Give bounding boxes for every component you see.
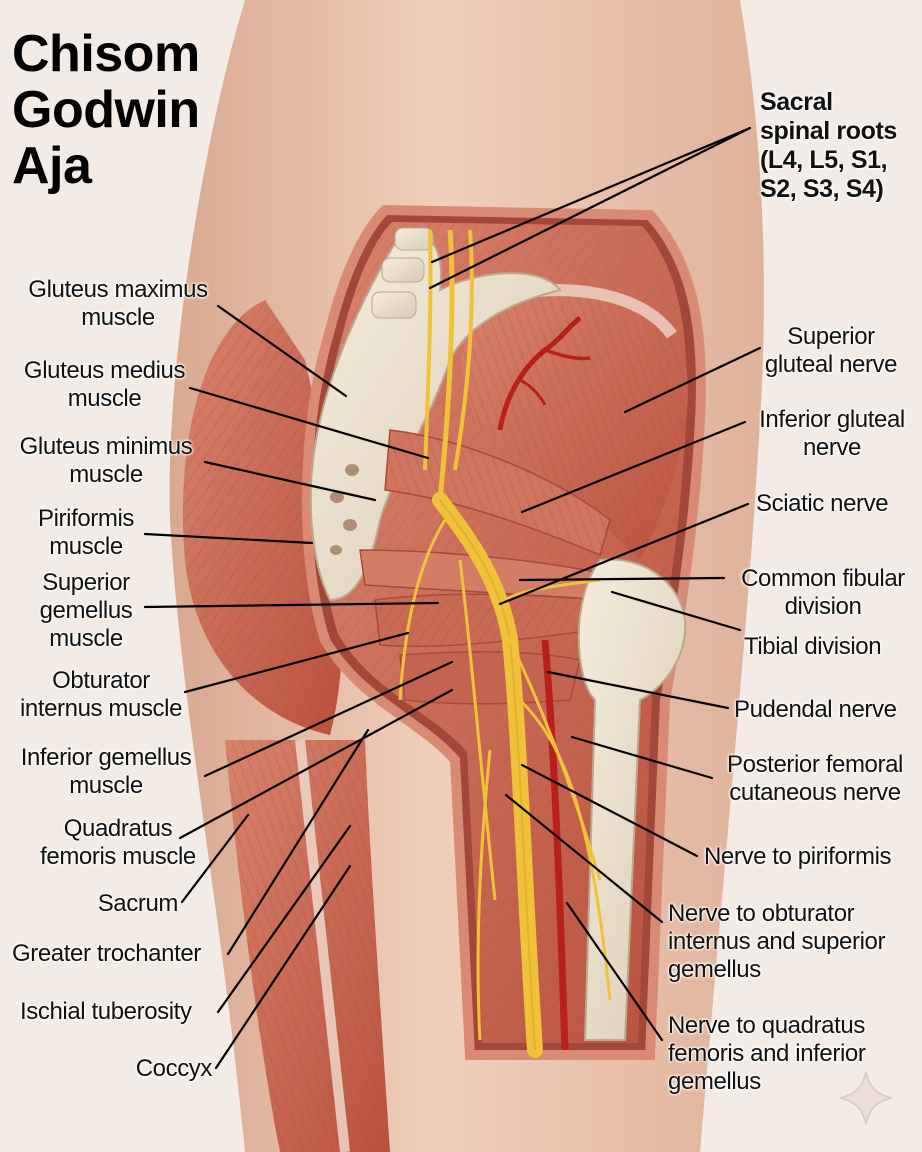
femoral-vessel [541,639,569,1051]
label-line: spinal roots [760,117,897,145]
label-sacrum: Sacrum [60,890,179,918]
label-line: femoris and inferior [668,1040,866,1067]
author-title: Chisom Godwin Aja [12,26,200,194]
label-ischial-tuberosity: Ischial tuberosity [20,998,216,1026]
label-gluteus-minimus: Gluteus minimus muscle [6,433,206,489]
label-coccyx: Coccyx [100,1055,213,1083]
label-line: gemellus [668,1068,761,1095]
title-line-1: Chisom [12,25,200,83]
label-line: Inferior gemellus [20,744,192,771]
label-nerve-to-quadratus-femoris: Nerve to quadratus femoris and inferior … [668,1012,918,1096]
label-line: nerve [802,434,862,461]
label-line: Inferior gluteal [759,406,905,433]
label-line: Sciatic nerve [756,490,889,517]
label-line: Tibial division [744,633,882,660]
label-inferior-gemellus: Inferior gemellus muscle [8,744,204,800]
label-quadratus-femoris: Quadratus femoris muscle [40,815,196,871]
label-line: Gluteus minimus [19,433,193,460]
label-line: muscle [69,461,143,488]
label-line: Nerve to piriformis [704,843,892,870]
label-line: division [784,593,862,620]
label-line: Nerve to obturator [668,900,855,927]
label-line: Gluteus maximus [28,276,208,303]
label-line: Sacrum [97,890,179,917]
title-line-3: Aja [12,137,92,195]
label-posterior-femoral-cutaneous-nerve: Posterior femoral cutaneous nerve [714,751,916,807]
label-line: Pudendal nerve [734,696,897,723]
label-line: gluteal nerve [764,351,898,378]
label-line: muscle [49,533,123,560]
label-line: Quadratus [63,815,173,842]
sacral-roots-nerve [437,229,455,501]
label-pudendal-nerve: Pudendal nerve [734,696,916,724]
label-line: muscle [69,772,143,799]
sparkle-icon [839,1071,893,1125]
label-common-fibular-division: Common fibular division [728,565,918,621]
label-line: internus and superior [668,928,886,955]
label-line: cutaneous nerve [729,779,901,806]
label-greater-trochanter: Greater trochanter [12,940,226,968]
label-line: Sacral [760,88,833,116]
label-line: internus muscle [19,695,183,722]
label-nerve-to-piriformis: Nerve to piriformis [704,843,916,871]
label-superior-gluteal-nerve: Superior gluteal nerve [752,323,910,379]
label-line: S2, S3, S4) [760,175,884,203]
label-inferior-gluteal-nerve: Inferior gluteal nerve [748,406,916,462]
label-nerve-to-obturator-internus: Nerve to obturator internus and superior… [668,900,918,984]
label-superior-gemellus: Superior gemellus muscle [22,569,150,653]
leader-lines [143,126,762,1070]
label-line: Coccyx [135,1055,213,1082]
label-sacral-spinal-roots: Sacral spinal roots (L4, L5, S1, S2, S3,… [760,88,918,204]
label-line: muscle [81,304,155,331]
label-line: Greater trochanter [12,940,201,967]
label-line: gemellus [39,597,133,624]
label-line: (L4, L5, S1, [760,146,888,174]
femur-bone [577,558,687,1041]
label-line: Superior [787,323,875,350]
label-line: Piriformis [38,505,134,532]
label-line: Superior [42,569,130,596]
label-sciatic-nerve: Sciatic nerve [756,490,916,518]
label-line: muscle [49,625,123,652]
label-line: muscle [67,385,142,412]
superior-gluteal-artery [497,315,582,431]
title-line-2: Godwin [12,81,200,139]
label-tibial-division: Tibial division [744,633,916,661]
label-piriformis: Piriformis muscle [22,505,150,561]
label-line: Posterior femoral [727,751,903,778]
label-line: Ischial tuberosity [20,998,192,1025]
label-line: Obturator [52,667,150,694]
label-line: Nerve to quadratus [668,1012,865,1039]
label-obturator-internus: Obturator internus muscle [8,667,194,723]
label-gluteus-maximus: Gluteus maximus muscle [18,276,218,332]
label-gluteus-medius: Gluteus medius muscle [12,357,197,413]
label-line: Common fibular [741,565,905,592]
quadratus-band [399,650,581,705]
label-line: gemellus [668,956,761,983]
label-line: femoris muscle [40,843,196,870]
label-line: Gluteus medius [23,357,186,384]
